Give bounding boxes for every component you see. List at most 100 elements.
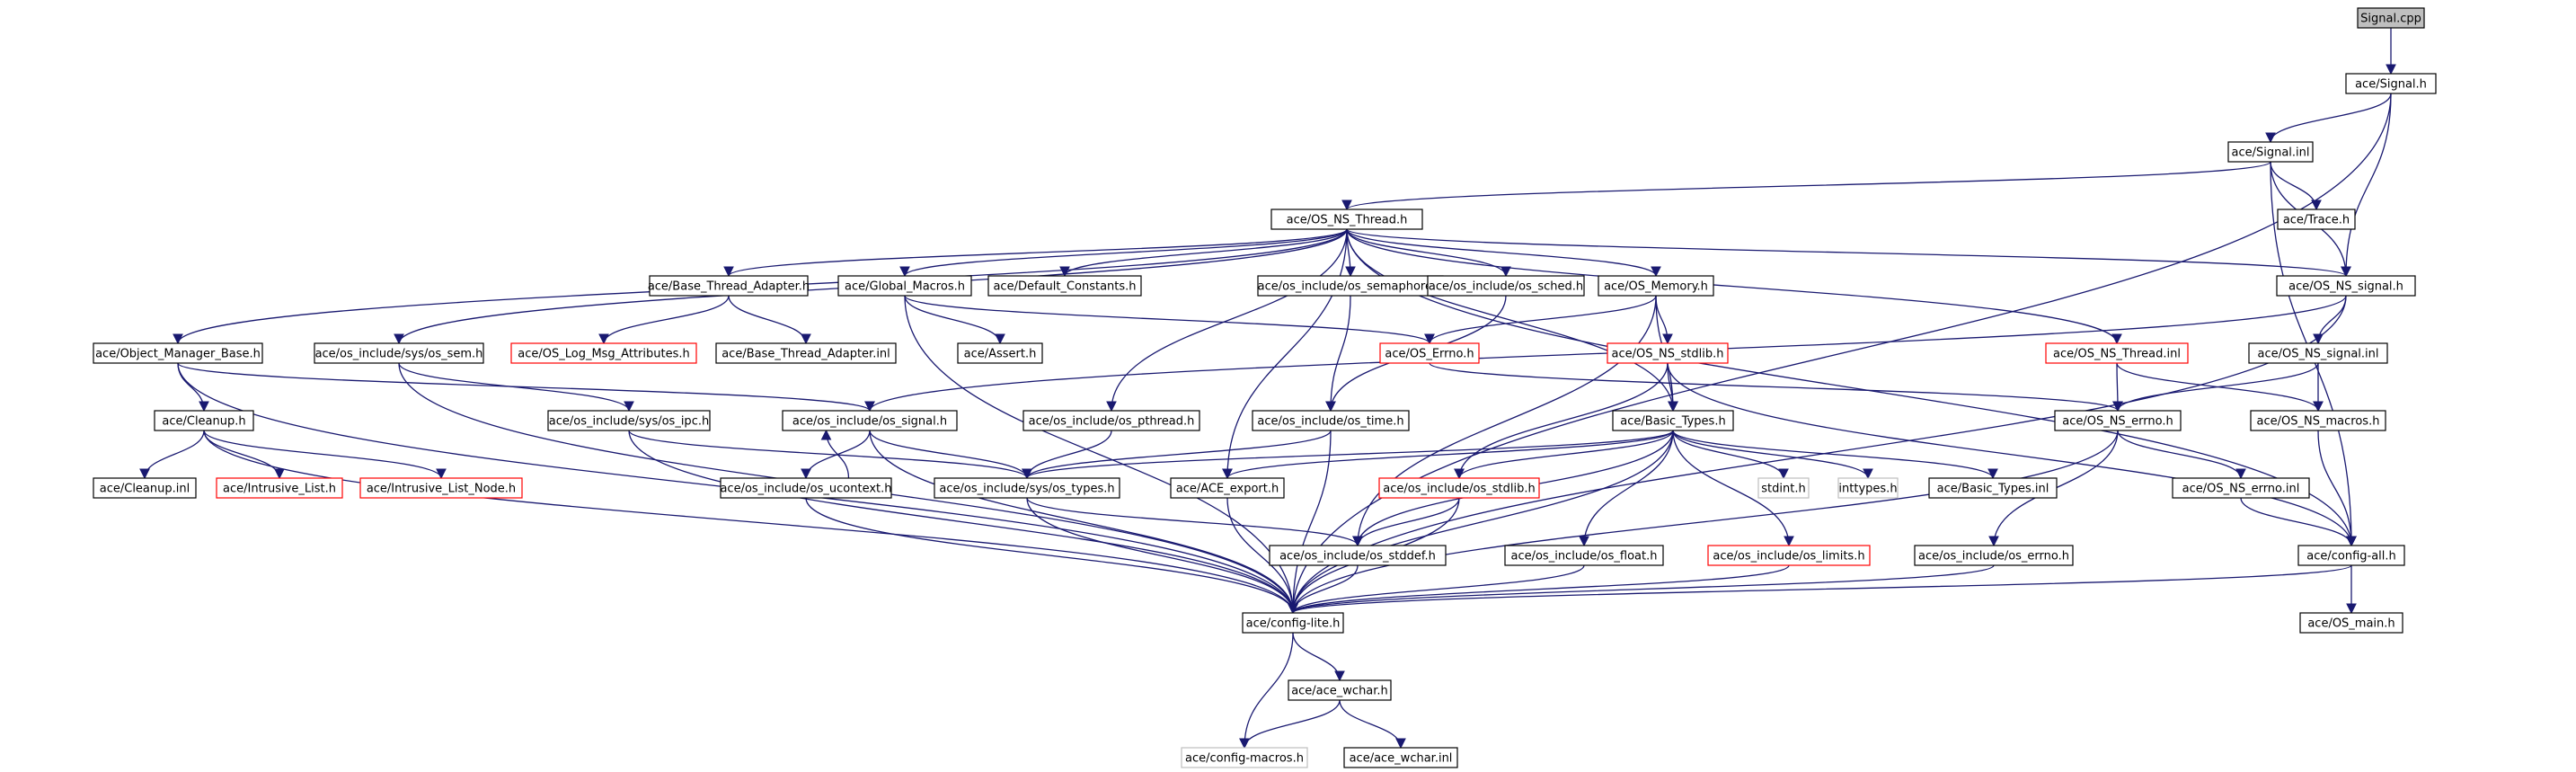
node-box <box>2345 73 2437 94</box>
node-os-memory-h[interactable]: ace/OS_Memory.h <box>1598 275 1714 297</box>
node-label: ace/Intrusive_List_Node.h <box>367 483 516 496</box>
node-base-thread-adapter-inl[interactable]: ace/Base_Thread_Adapter.inl <box>715 342 897 364</box>
dependency-edge <box>139 430 205 480</box>
dependency-edge <box>398 362 634 413</box>
node-label: ace/Default_Constants.h <box>993 280 1136 294</box>
node-box <box>1607 342 1729 364</box>
node-intrusive-list-node-h[interactable]: ace/Intrusive_List_Node.h <box>359 477 523 499</box>
dependency-edge <box>2117 430 2246 480</box>
node-os-signal-h[interactable]: ace/os_include/os_signal.h <box>782 410 958 431</box>
node-os-ipc-h[interactable]: ace/os_include/sys/os_ipc.h <box>547 410 711 431</box>
dependency-edge <box>1454 362 1669 480</box>
node-label: ace/OS_NS_signal.h <box>2288 280 2403 294</box>
node-box <box>1837 477 1899 499</box>
node-object-manager-base-h[interactable]: ace/Object_Manager_Base.h <box>93 342 263 364</box>
dependency-edge <box>2317 430 2357 547</box>
node-label: ace/OS_NS_Thread.inl <box>2053 348 2181 361</box>
node-label: ace/Base_Thread_Adapter.h <box>648 280 810 294</box>
node-os-float-h[interactable]: ace/os_include/os_float.h <box>1504 545 1664 566</box>
node-os-stddef-h[interactable]: ace/os_include/os_stddef.h <box>1269 545 1447 566</box>
node-signal-cpp[interactable]: Signal.cpp <box>2357 7 2425 29</box>
dependency-edge <box>1288 564 1790 615</box>
node-label: ace/os_include/os_stdlib.h <box>1383 483 1535 496</box>
dependency-edge <box>1288 430 2119 615</box>
node-box <box>1757 477 1810 499</box>
node-assert-h[interactable]: ace/Assert.h <box>957 342 1043 364</box>
node-os-ns-errno-h[interactable]: ace/OS_NS_errno.h <box>2054 410 2182 431</box>
dependency-edge <box>1667 362 2357 547</box>
node-box <box>154 410 254 431</box>
node-os-ns-signal-h[interactable]: ace/OS_NS_signal.h <box>2276 275 2416 297</box>
dependency-edge <box>1346 228 1661 278</box>
dependency-edge <box>628 430 1298 615</box>
dependency-edge <box>1672 430 1998 480</box>
node-os-limits-h[interactable]: ace/os_include/os_limits.h <box>1707 545 1871 566</box>
node-os-semaphore-h[interactable]: ace/os_include/os_semaphore.h <box>1257 275 1444 297</box>
dependency-edge <box>1288 564 2352 615</box>
node-config-lite-h[interactable]: ace/config-lite.h <box>1242 612 1344 634</box>
node-os-ns-stdlib-h[interactable]: ace/OS_NS_stdlib.h <box>1607 342 1729 364</box>
node-signal-h[interactable]: ace/Signal.h <box>2345 73 2437 94</box>
node-box <box>1707 545 1871 566</box>
node-label: ace/OS_NS_signal.inl <box>2257 348 2378 361</box>
node-global-macros-h[interactable]: ace/Global_Macros.h <box>837 275 972 297</box>
node-os-main-h[interactable]: ace/OS_main.h <box>2299 612 2403 634</box>
dependency-edge <box>1222 228 1348 480</box>
node-os-errno-h[interactable]: ace/OS_Errno.h <box>1379 342 1480 364</box>
node-os-sched-h[interactable]: ace/os_include/os_sched.h <box>1427 275 1585 297</box>
node-box <box>1914 545 2074 566</box>
node-label: ace/Signal.inl <box>2231 146 2309 160</box>
node-default-constants-h[interactable]: ace/Default_Constants.h <box>987 275 1142 297</box>
node-label: ace/os_include/os_semaphore.h <box>1258 280 1444 294</box>
node-box <box>1269 545 1447 566</box>
node-os-ucontext-h[interactable]: ace/os_include/os_ucontext.h <box>720 477 892 499</box>
node-ace-wchar-inl[interactable]: ace/ace_wchar.inl <box>1343 747 1458 768</box>
node-base-thread-adapter-h[interactable]: ace/Base_Thread_Adapter.h <box>648 275 810 297</box>
node-label: ace/Global_Macros.h <box>845 280 965 294</box>
node-box <box>1612 410 1734 431</box>
node-label: ace/os_include/os_signal.h <box>792 415 947 429</box>
node-label: ace/os_include/os_sched.h <box>1429 280 1583 294</box>
dependency-edges <box>139 28 2396 750</box>
dependency-edge <box>203 430 447 480</box>
node-box <box>1504 545 1664 566</box>
node-basic-types-h[interactable]: ace/Basic_Types.h <box>1612 410 1734 431</box>
node-label: ace/OS_NS_errno.h <box>2062 415 2173 429</box>
dependency-edge <box>1325 295 1351 413</box>
node-os-errno-inc-h[interactable]: ace/os_include/os_errno.h <box>1914 545 2074 566</box>
node-label: ace/Trace.h <box>2283 214 2350 227</box>
node-os-log-msg-attributes-h[interactable]: ace/OS_Log_Msg_Attributes.h <box>510 342 697 364</box>
dependency-edge <box>1454 430 1674 480</box>
node-os-sem-h[interactable]: ace/os_include/sys/os_sem.h <box>314 342 484 364</box>
node-os-pthread-h[interactable]: ace/os_include/os_pthread.h <box>1022 410 1200 431</box>
node-box <box>93 342 263 364</box>
node-ace-export-h[interactable]: ace/ACE_export.h <box>1170 477 1285 499</box>
node-ace-wchar-h[interactable]: ace/ace_wchar.h <box>1288 679 1392 701</box>
node-os-stdlib-h[interactable]: ace/os_include/os_stdlib.h <box>1378 477 1540 499</box>
node-label: ace/OS_Memory.h <box>1604 280 1708 294</box>
node-box <box>1242 612 1344 634</box>
node-box <box>1181 747 1308 768</box>
dependency-edge <box>723 228 1348 278</box>
node-os-ns-errno-inl[interactable]: ace/OS_NS_errno.inl <box>2172 477 2310 499</box>
node-basic-types-inl[interactable]: ace/Basic_Types.inl <box>1928 477 2058 499</box>
node-cleanup-inl[interactable]: ace/Cleanup.inl <box>93 477 197 499</box>
node-box <box>2299 612 2403 634</box>
node-os-ns-thread-inl[interactable]: ace/OS_NS_Thread.inl <box>2045 342 2189 364</box>
node-config-all-h[interactable]: ace/config-all.h <box>2297 545 2405 566</box>
node-signal-inl[interactable]: ace/Signal.inl <box>2227 141 2314 163</box>
node-os-ns-signal-inl[interactable]: ace/OS_NS_signal.inl <box>2248 342 2388 364</box>
node-trace-h[interactable]: ace/Trace.h <box>2277 209 2356 230</box>
node-os-ns-thread-h[interactable]: ace/OS_NS_Thread.h <box>1270 209 1423 230</box>
node-os-types-h[interactable]: ace/os_include/sys/os_types.h <box>934 477 1120 499</box>
node-intrusive-list-h[interactable]: ace/Intrusive_List.h <box>216 477 343 499</box>
node-os-ns-macros-h[interactable]: ace/OS_NS_macros.h <box>2250 410 2386 431</box>
dependency-edge <box>1288 430 1674 615</box>
dependency-edge <box>869 430 1298 615</box>
node-cleanup-h[interactable]: ace/Cleanup.h <box>154 410 254 431</box>
node-os-time-h[interactable]: ace/os_include/os_time.h <box>1252 410 1410 431</box>
dependency-edge <box>2341 93 2392 278</box>
node-box <box>720 477 892 499</box>
dependency-edge <box>1026 497 1298 615</box>
node-label: ace/OS_NS_errno.inl <box>2182 483 2300 496</box>
